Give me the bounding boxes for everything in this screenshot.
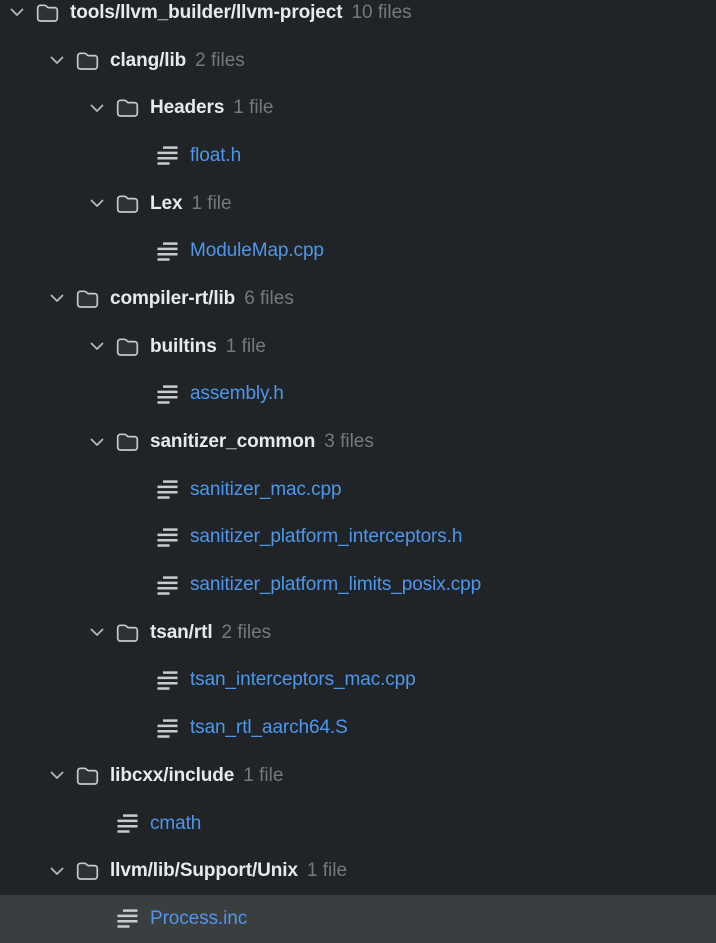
tree-row-file[interactable]: tsan_rtl_aarch64.S xyxy=(0,704,716,752)
folder-icon xyxy=(76,51,100,71)
tree-row-folder[interactable]: compiler-rt/lib 6 files xyxy=(0,275,716,323)
folder-name: sanitizer_common xyxy=(150,431,316,453)
tree-row-folder[interactable]: tools/llvm_builder/llvm-project 10 files xyxy=(0,0,716,37)
file-count: 1 file xyxy=(191,192,232,214)
tree-row-file[interactable]: float.h xyxy=(0,132,716,180)
chevron-down-icon[interactable] xyxy=(90,199,116,208)
folder-name: clang/lib xyxy=(110,49,187,71)
tree-row-folder[interactable]: sanitizer_common 3 files xyxy=(0,418,716,466)
folder-name: libcxx/include xyxy=(110,764,235,786)
chevron-down-icon[interactable] xyxy=(90,438,116,447)
tree-row-file[interactable]: cmath xyxy=(0,800,716,848)
folder-icon xyxy=(76,766,100,786)
file-icon xyxy=(156,718,180,739)
chevron-down-icon[interactable] xyxy=(90,342,116,351)
file-icon xyxy=(116,813,140,834)
chevron-down-icon[interactable] xyxy=(50,867,76,876)
file-name: ModuleMap.cpp xyxy=(190,240,324,262)
file-icon xyxy=(156,384,180,405)
folder-icon xyxy=(116,432,140,452)
file-name: assembly.h xyxy=(190,383,284,405)
file-count: 2 files xyxy=(221,621,272,643)
folder-name: Headers xyxy=(150,97,225,119)
file-name: float.h xyxy=(190,144,242,166)
file-icon xyxy=(156,575,180,596)
file-count: 1 file xyxy=(225,335,266,357)
tree-row-file[interactable]: sanitizer_mac.cpp xyxy=(0,466,716,514)
chevron-down-icon[interactable] xyxy=(50,294,76,303)
folder-name: tsan/rtl xyxy=(150,621,213,643)
folder-icon xyxy=(116,623,140,643)
file-count: 6 files xyxy=(244,287,294,309)
tree-row-folder[interactable]: clang/lib 2 files xyxy=(0,37,716,85)
file-name: cmath xyxy=(150,812,202,834)
file-name: sanitizer_platform_limits_posix.cpp xyxy=(190,574,482,596)
folder-name: builtins xyxy=(150,335,217,357)
file-name: sanitizer_platform_interceptors.h xyxy=(190,526,463,548)
file-count: 1 file xyxy=(306,860,348,882)
file-count: 2 files xyxy=(195,49,245,71)
folder-icon xyxy=(116,337,140,357)
file-icon xyxy=(116,908,140,929)
file-name: tsan_rtl_aarch64.S xyxy=(190,717,348,739)
file-icon xyxy=(156,145,180,166)
folder-icon xyxy=(36,3,60,23)
file-count: 10 files xyxy=(351,1,412,23)
file-name: sanitizer_mac.cpp xyxy=(190,478,342,500)
folder-icon xyxy=(116,98,140,118)
tree-row-folder[interactable]: Headers 1 file xyxy=(0,84,716,132)
tree-row-folder[interactable]: tsan/rtl 2 files xyxy=(0,609,716,657)
file-count: 1 file xyxy=(233,97,274,119)
tree-row-file[interactable]: sanitizer_platform_interceptors.h xyxy=(0,514,716,562)
tree-row-file[interactable]: sanitizer_platform_limits_posix.cpp xyxy=(0,561,716,609)
folder-icon xyxy=(116,194,140,214)
chevron-down-icon[interactable] xyxy=(90,628,116,637)
chevron-down-icon[interactable] xyxy=(50,56,76,65)
chevron-down-icon[interactable] xyxy=(50,771,76,780)
file-icon xyxy=(156,479,180,500)
chevron-down-icon[interactable] xyxy=(90,104,116,113)
file-icon xyxy=(156,670,180,691)
folder-name: compiler-rt/lib xyxy=(110,287,236,309)
folder-icon xyxy=(76,861,100,881)
folder-name: Lex xyxy=(150,192,183,214)
tree-row-folder[interactable]: Lex 1 file xyxy=(0,180,716,228)
tree-row-folder[interactable]: builtins 1 file xyxy=(0,323,716,371)
tree-row-file[interactable]: Process.inc xyxy=(0,895,716,943)
tree-row-folder[interactable]: libcxx/include 1 file xyxy=(0,752,716,800)
file-name: tsan_interceptors_mac.cpp xyxy=(190,669,416,691)
folder-icon xyxy=(76,289,100,309)
file-count: 3 files xyxy=(324,431,374,453)
tree-row-file[interactable]: tsan_interceptors_mac.cpp xyxy=(0,657,716,705)
folder-name: llvm/lib/Support/Unix xyxy=(110,860,298,882)
file-icon xyxy=(156,527,180,548)
file-count: 1 file xyxy=(243,764,284,786)
tree-row-file[interactable]: assembly.h xyxy=(0,371,716,419)
file-icon xyxy=(156,241,180,262)
chevron-down-icon[interactable] xyxy=(10,8,36,17)
file-name: Process.inc xyxy=(150,907,248,929)
folder-name: tools/llvm_builder/llvm-project xyxy=(70,1,343,23)
tree-row-file[interactable]: ModuleMap.cpp xyxy=(0,227,716,275)
tree-row-folder[interactable]: llvm/lib/Support/Unix 1 file xyxy=(0,847,716,895)
